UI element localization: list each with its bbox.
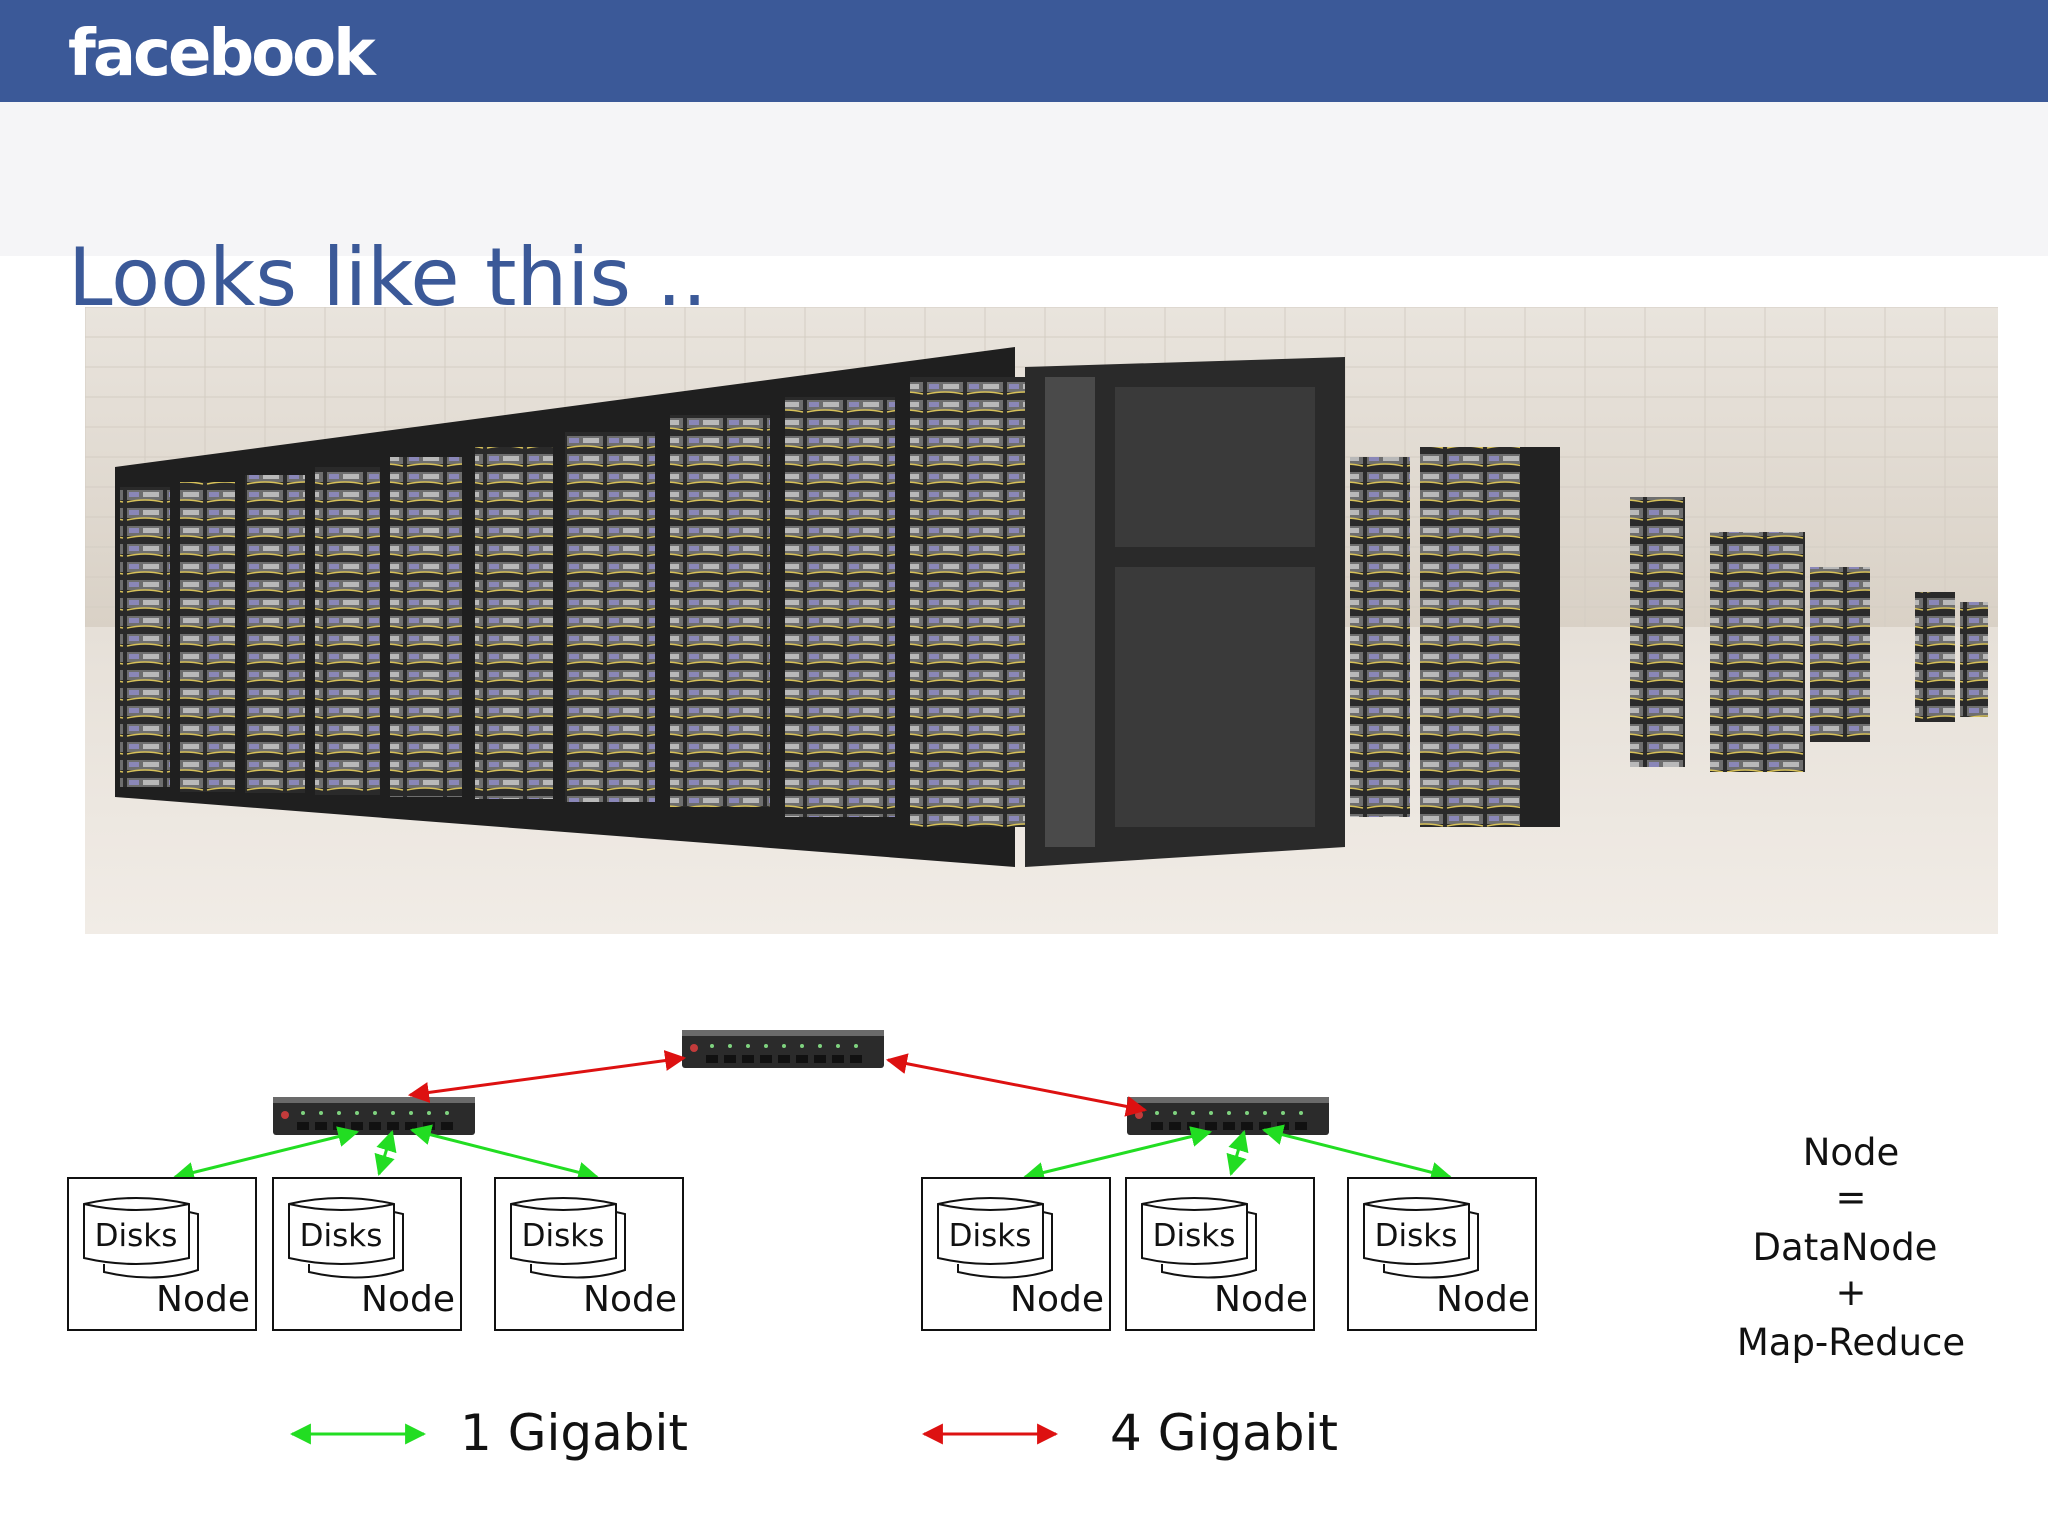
cluster-diagram: Disks Node Disks Node Disks Node Disks N…	[67, 1030, 1965, 1462]
uplink-left	[407, 1050, 687, 1103]
definition-line: Map-Reduce	[1737, 1321, 1965, 1364]
node-box: Disks Node	[1347, 1177, 1537, 1331]
legend-green-label: 1 Gigabit	[460, 1404, 688, 1462]
legend-red-label: 4 Gigabit	[1110, 1404, 1338, 1462]
rack-switch-right	[1127, 1097, 1329, 1135]
definition-line: Node	[1803, 1131, 1900, 1174]
node-box: Disks Node	[272, 1177, 462, 1331]
core-switch	[682, 1030, 884, 1068]
node-link	[172, 1126, 360, 1183]
node-link	[1022, 1126, 1213, 1183]
node-label: Node	[583, 1279, 677, 1320]
node-label: Node	[1436, 1279, 1530, 1320]
header-bar: facebook	[0, 0, 2048, 102]
node-link	[1261, 1124, 1453, 1183]
disk-label: Disks	[1375, 1218, 1458, 1254]
facebook-logo: facebook	[68, 17, 376, 91]
disk-label: Disks	[300, 1218, 383, 1254]
node-box: Disks Node	[67, 1177, 257, 1331]
node-link	[374, 1129, 397, 1177]
node-link	[409, 1124, 600, 1183]
node-label: Node	[156, 1279, 250, 1320]
definition-line: +	[1835, 1271, 1866, 1314]
uplink-right	[885, 1053, 1148, 1117]
node-box: Disks Node	[1125, 1177, 1315, 1331]
datacenter-photo	[85, 307, 1998, 934]
node-link	[1226, 1129, 1249, 1177]
node-label: Node	[361, 1279, 455, 1320]
definition-line: =	[1835, 1176, 1866, 1219]
title-bar: Looks like this ..	[0, 102, 2048, 322]
node-label: Node	[1010, 1279, 1104, 1320]
node-box: Disks Node	[494, 1177, 684, 1331]
node-label: Node	[1214, 1279, 1308, 1320]
disk-label: Disks	[949, 1218, 1032, 1254]
rack-switch-left	[273, 1097, 475, 1135]
definition-line: DataNode	[1753, 1226, 1938, 1269]
disk-label: Disks	[1153, 1218, 1236, 1254]
slide-title: Looks like this ..	[68, 231, 708, 324]
disk-label: Disks	[522, 1218, 605, 1254]
disk-label: Disks	[95, 1218, 178, 1254]
node-box: Disks Node	[921, 1177, 1111, 1331]
